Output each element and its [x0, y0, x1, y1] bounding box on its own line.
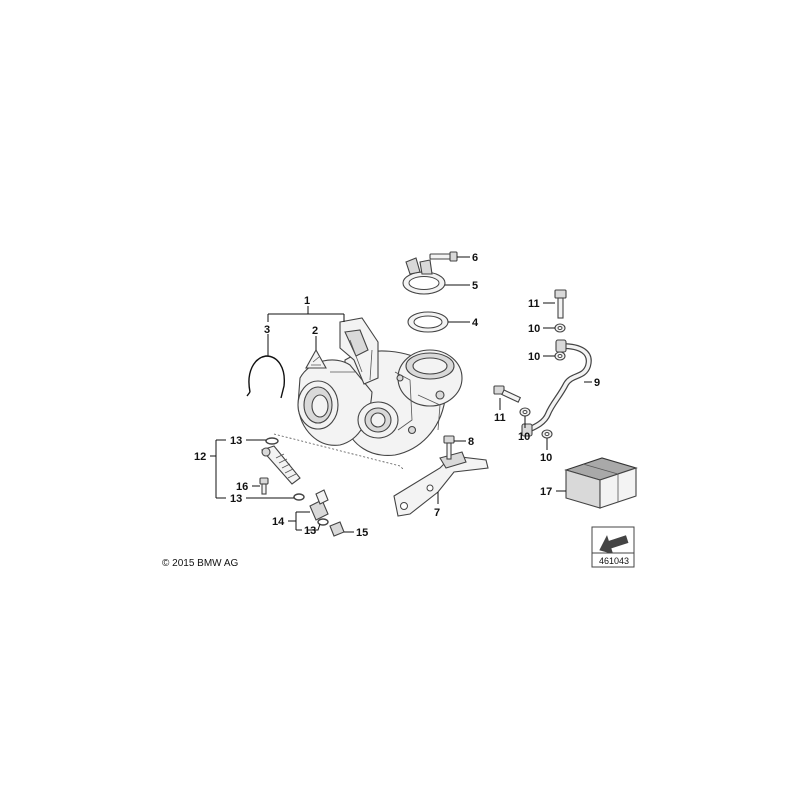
union-fitting	[309, 489, 329, 521]
callout-15: 15	[356, 527, 368, 539]
copyright-text: © 2015 BMW AG	[162, 558, 239, 569]
callout-4: 4	[472, 317, 479, 329]
turbocharger	[297, 317, 463, 456]
callout-11-a: 11	[528, 298, 540, 310]
callout-6: 6	[472, 252, 478, 264]
leader-lines	[210, 256, 592, 533]
callout-10-d: 10	[540, 452, 552, 464]
callout-3: 3	[264, 324, 270, 336]
sealing-washer-1	[554, 323, 566, 333]
callout-2: 2	[312, 325, 318, 337]
sealing-washer-2	[554, 351, 566, 361]
callout-13-a: 13	[230, 435, 242, 447]
o-ring-middle	[293, 493, 305, 501]
callout-1: 1	[304, 295, 310, 307]
callout-8: 8	[468, 436, 474, 448]
v-band-clamp	[402, 257, 446, 295]
callout-10-a: 10	[528, 323, 540, 335]
repair-kit-box	[564, 457, 638, 509]
callout-17: 17	[540, 486, 552, 498]
screw-plug	[329, 521, 345, 537]
reference-arrow-icon	[591, 526, 635, 568]
callout-5: 5	[472, 280, 478, 292]
clamp-screw	[429, 251, 458, 262]
callout-14: 14	[272, 516, 285, 528]
warning-label	[305, 348, 327, 369]
callout-13-c: 13	[304, 525, 316, 537]
hollow-bolt-upper	[554, 289, 567, 319]
sealing-washer-4	[541, 429, 553, 439]
bracket-bolt	[443, 435, 455, 460]
callout-10-c: 10	[518, 431, 530, 443]
callout-13-b: 13	[230, 493, 242, 505]
hollow-bolt-lower	[493, 385, 522, 403]
callout-9: 9	[594, 377, 600, 389]
oil-feed-line	[261, 445, 301, 485]
fillister-screw	[259, 477, 269, 495]
sealing-washer-3	[519, 407, 531, 417]
support-bracket	[393, 451, 489, 517]
gasket-ring	[407, 311, 449, 333]
callout-16: 16	[236, 481, 248, 493]
o-ring-lower	[317, 518, 329, 526]
callout-7: 7	[434, 507, 440, 519]
wire-clip	[246, 355, 285, 399]
o-ring-upper	[265, 437, 279, 445]
callout-10-b: 10	[528, 351, 540, 363]
drawing-number: 461043	[599, 556, 629, 566]
callout-11-b: 11	[494, 412, 506, 424]
callout-12: 12	[194, 451, 206, 463]
